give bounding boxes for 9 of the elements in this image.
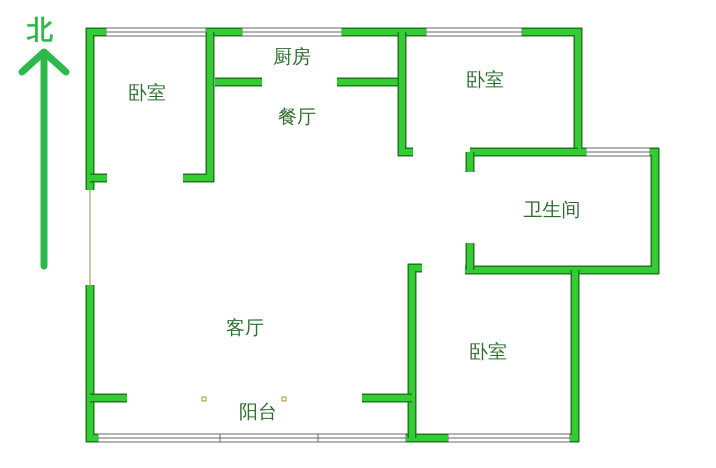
room-label: 卧室: [469, 340, 507, 365]
compass-label: 北: [27, 14, 53, 48]
room-label: 餐厅: [278, 105, 316, 130]
room-label: 卧室: [466, 68, 504, 93]
room-label: 卫生间: [524, 198, 580, 223]
room-label: 客厅: [226, 316, 264, 341]
room-label: 厨房: [273, 45, 311, 70]
room-label: 卧室: [128, 81, 166, 106]
room-label: 阳台: [239, 400, 277, 425]
